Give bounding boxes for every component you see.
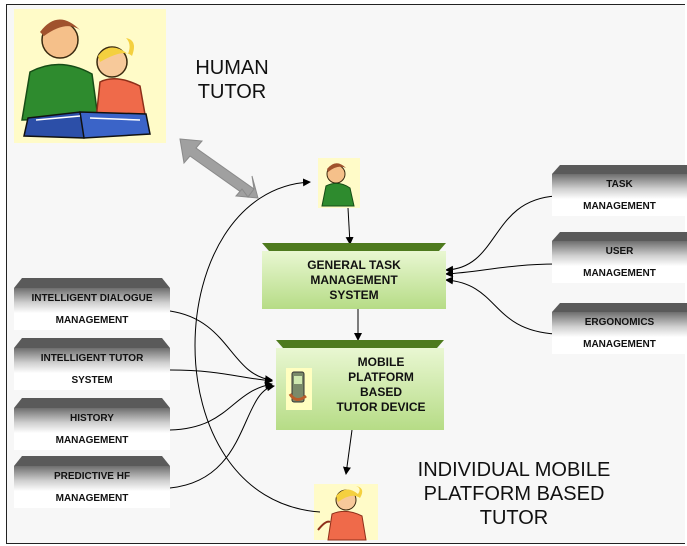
- general-task-box-shape: [262, 243, 446, 309]
- mobile-line-2: PLATFORM: [348, 370, 414, 384]
- general-line-1: GENERAL TASK: [307, 258, 401, 272]
- box-line: MANAGEMENT: [55, 435, 129, 446]
- user-management-box: USER MANAGEMENT: [552, 241, 687, 285]
- general-task-management-box: GENERAL TASK MANAGEMENT SYSTEM: [262, 258, 446, 303]
- box-line: MANAGEMENT: [583, 201, 656, 212]
- small-tutor-figure: [318, 158, 360, 208]
- box-line: INTELLIGENT TUTOR: [40, 353, 144, 364]
- general-line-3: SYSTEM: [329, 288, 379, 302]
- box-line: USER: [605, 246, 634, 257]
- box-line: INTELLIGENT DIALOGUE: [31, 293, 153, 304]
- small-user-figure: [314, 484, 378, 541]
- individual-tutor-label: INDIVIDUAL MOBILE PLATFORM BASED TUTOR: [384, 458, 644, 530]
- general-line-2: MANAGEMENT: [310, 273, 398, 287]
- mobile-line-3: BASED: [359, 385, 402, 399]
- box-line: SYSTEM: [71, 375, 113, 386]
- human-tutor-line-1: HUMAN: [195, 57, 269, 79]
- box-line: MANAGEMENT: [583, 268, 656, 279]
- box-line: HISTORY: [70, 413, 114, 424]
- bidirectional-arrow-icon: [179, 138, 259, 199]
- predictive-hf-box: PREDICTIVE HF MANAGEMENT: [14, 466, 170, 510]
- individual-tutor-line-3: TUTOR: [479, 507, 549, 529]
- history-management-box: HISTORY MANAGEMENT: [14, 408, 170, 452]
- box-line: MANAGEMENT: [583, 339, 656, 350]
- mobile-line-4: TUTOR DEVICE: [336, 400, 426, 414]
- ergonomics-management-box: ERGONOMICS MANAGEMENT: [552, 312, 687, 356]
- individual-tutor-line-1: INDIVIDUAL MOBILE: [417, 459, 611, 481]
- left-box-shapes: [14, 278, 170, 508]
- right-box-shapes: [552, 165, 687, 354]
- task-management-box: TASK MANAGEMENT: [552, 174, 687, 218]
- human-tutor-illustration: [14, 9, 166, 143]
- individual-tutor-line-2: PLATFORM BASED: [423, 483, 605, 505]
- intelligent-dialogue-box: INTELLIGENT DIALOGUE MANAGEMENT: [14, 288, 170, 332]
- human-tutor-line-2: TUTOR: [197, 81, 267, 103]
- box-line: MANAGEMENT: [55, 493, 129, 504]
- human-tutor-label: HUMAN TUTOR: [176, 56, 288, 104]
- box-line: ERGONOMICS: [584, 317, 655, 328]
- intelligent-tutor-box: INTELLIGENT TUTOR SYSTEM: [14, 348, 170, 392]
- mobile-tutor-device-box: MOBILE PLATFORM BASED TUTOR DEVICE: [318, 355, 444, 415]
- box-line: PREDICTIVE HF: [53, 471, 131, 482]
- box-line: TASK: [606, 179, 633, 190]
- mobile-phone-icon: [286, 368, 312, 410]
- mobile-line-1: MOBILE: [357, 355, 405, 369]
- connector-lines: [169, 178, 557, 513]
- box-line: MANAGEMENT: [55, 315, 129, 326]
